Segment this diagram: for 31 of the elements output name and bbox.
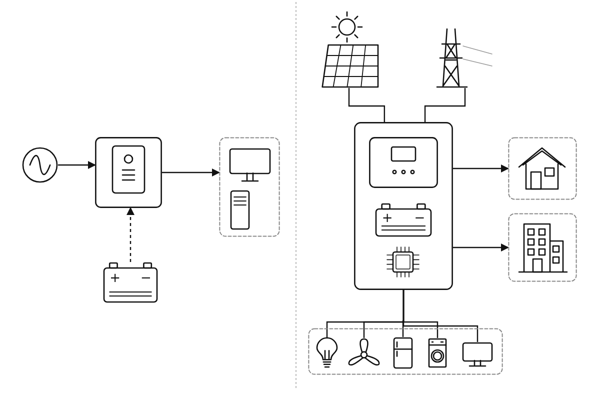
arrow (126, 207, 134, 262)
connector-line (402, 290, 478, 342)
arrow (453, 244, 509, 252)
inverter-box (354, 122, 453, 290)
light-bulb-icon (317, 338, 337, 368)
connector-line (348, 88, 386, 122)
house-icon (518, 147, 566, 190)
minus-sign: − (140, 272, 152, 286)
computer-tower-icon (230, 190, 250, 230)
plus-sign: + (382, 212, 393, 225)
appliance-group-box (308, 328, 503, 375)
minus-sign: − (414, 212, 426, 225)
power-pylon-icon (437, 28, 493, 88)
arrow (58, 161, 96, 169)
monitor-icon (229, 148, 271, 182)
fridge-icon (393, 337, 413, 369)
chip-icon (385, 246, 421, 278)
building-icon (518, 223, 568, 273)
ups-box (95, 137, 162, 208)
connector-line (424, 88, 466, 122)
tv-icon (462, 342, 493, 367)
building-group-box (508, 213, 577, 282)
arrow (162, 168, 220, 176)
plus-sign: + (110, 272, 120, 286)
fan-icon (347, 338, 381, 366)
washing-machine-icon (428, 338, 447, 368)
ac-source-symbol (22, 147, 58, 183)
arrow (453, 164, 509, 172)
display-panel (369, 137, 438, 188)
house-group-box (508, 137, 577, 200)
device-group-box (219, 137, 280, 237)
